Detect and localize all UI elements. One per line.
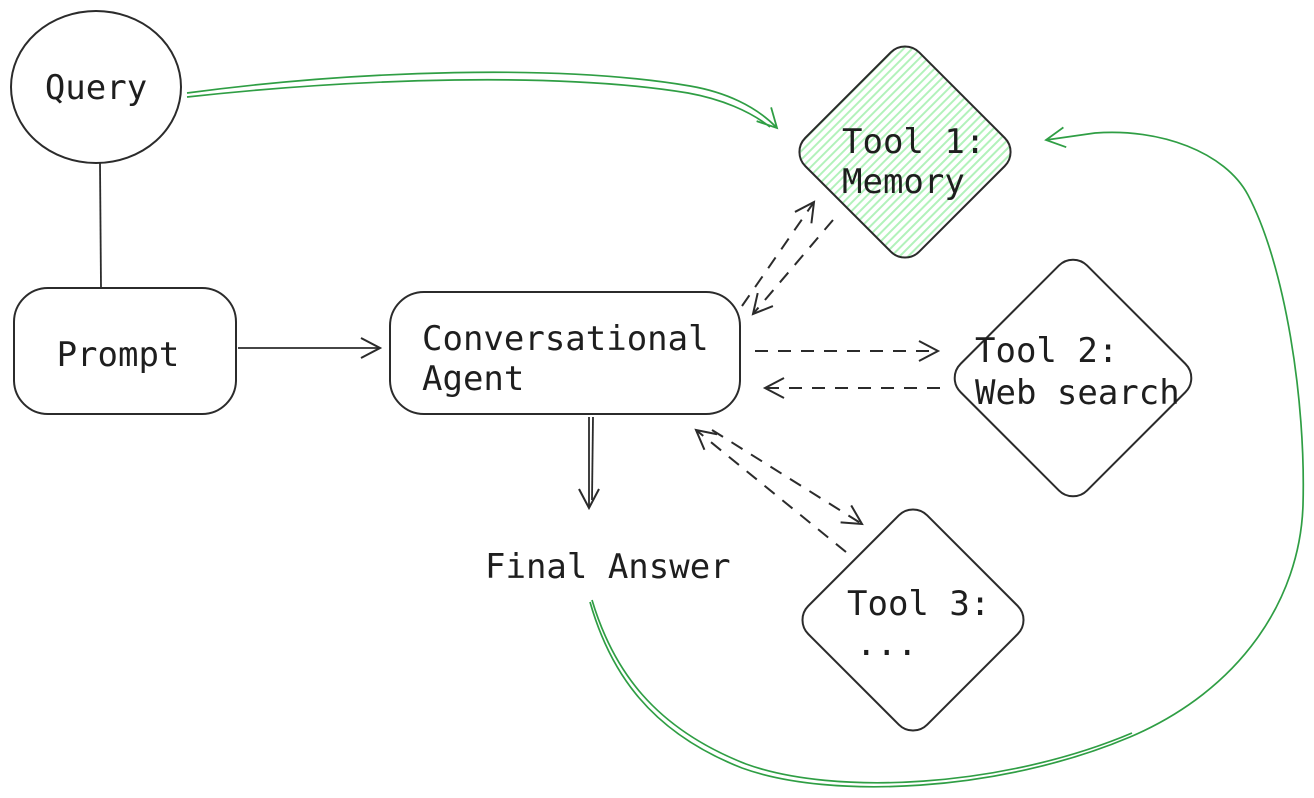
edge-agent-to-final-answer <box>578 416 600 511</box>
edge-final-answer-to-tool1-sketch-line <box>591 599 1133 784</box>
node-agent: Conversational Agent <box>389 291 741 415</box>
prompt-box <box>13 287 237 415</box>
node-query: Query <box>10 10 182 164</box>
final-answer-label: Final Answer <box>485 547 731 587</box>
edge-query-to-prompt <box>99 162 102 289</box>
node-tool3: Tool 3: ... <box>801 508 1025 732</box>
tool3-diamond <box>801 508 1025 732</box>
edge-final-answer-to-tool1-loop <box>589 126 1305 788</box>
edge-tool3-to-agent <box>694 428 847 553</box>
tool2-label-line1: Tool 2: <box>975 331 1118 371</box>
tool2-label-line2: Web search <box>975 373 1180 413</box>
node-tool2: Tool 2: Web search <box>953 258 1193 498</box>
agent-label-line2: Agent <box>422 359 524 399</box>
tool1-label-line2: Memory <box>842 162 965 202</box>
edge-tool1-to-agent <box>751 219 834 316</box>
node-prompt: Prompt <box>13 287 237 415</box>
node-tool1: Tool 1: Memory <box>798 45 1012 259</box>
agent-label-line1: Conversational <box>422 319 709 359</box>
query-label: Query <box>45 68 147 108</box>
query-circle <box>10 10 182 164</box>
edge-query-to-tool1-path <box>186 71 779 130</box>
edge-query-to-tool1 <box>186 71 779 130</box>
edge-agent-to-tool1 <box>741 200 816 307</box>
tool1-diamond <box>798 45 1012 259</box>
edge-agent-to-tool3 <box>711 429 864 526</box>
tool1-label-line1: Tool 1: <box>842 122 985 162</box>
tool2-diamond <box>953 258 1193 498</box>
edge-query-to-tool1-sketch-line <box>186 78 771 128</box>
tool3-label-line1: Tool 3: <box>847 584 990 624</box>
edge-agent-to-final-answer-sketch-line <box>591 416 594 501</box>
prompt-label: Prompt <box>57 335 180 375</box>
agent-box <box>389 291 741 415</box>
edge-final-answer-to-tool1-path <box>589 126 1305 788</box>
tool3-label-line2: ... <box>856 624 917 664</box>
